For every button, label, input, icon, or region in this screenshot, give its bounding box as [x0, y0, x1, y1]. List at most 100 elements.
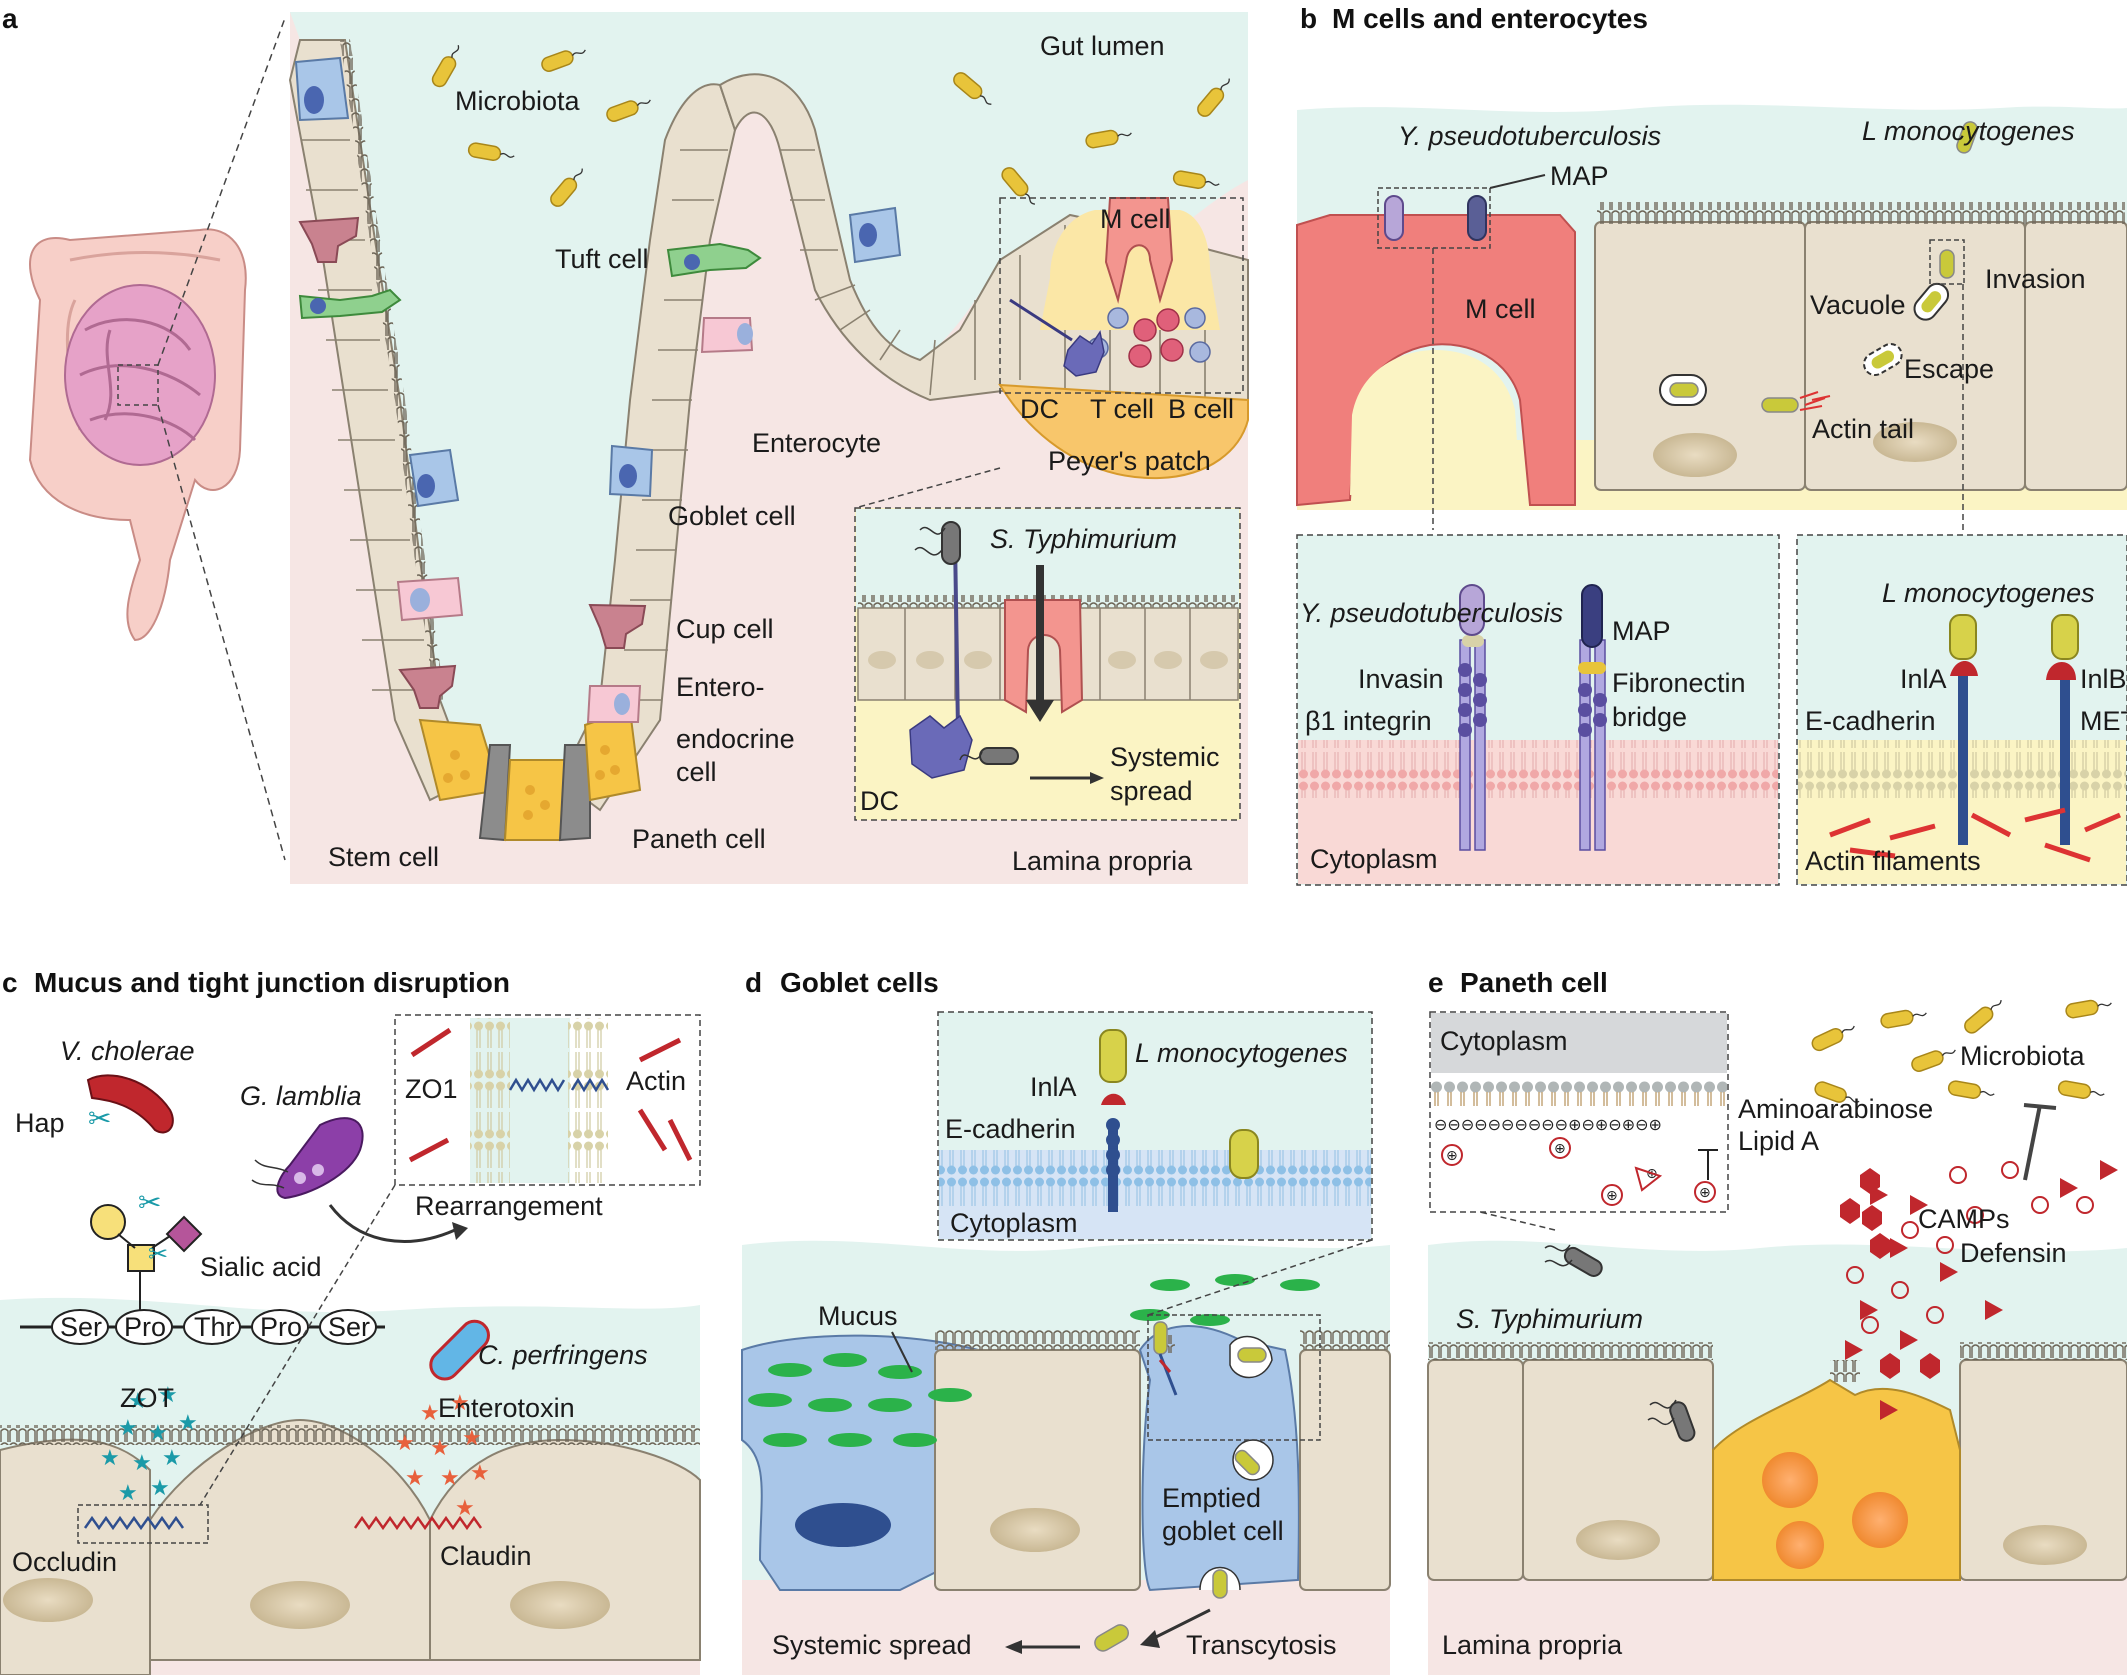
label-gut-lumen: Gut lumen — [1040, 31, 1165, 61]
label-cup-cell: Cup cell — [676, 614, 774, 644]
label-m-cell: M cell — [1100, 204, 1171, 234]
label-lipid-a: Lipid A — [1738, 1126, 1819, 1156]
svg-text:★: ★ — [128, 1389, 148, 1414]
label-mucus: Mucus — [818, 1301, 898, 1331]
epithelium-d — [741, 1274, 1391, 1652]
label-sialic-acid: Sialic acid — [200, 1252, 322, 1282]
label-inla-b: InlA — [1900, 664, 1947, 694]
inset-e: ⊖⊖⊖⊖⊖⊖⊖⊖⊖⊖⊕⊖⊕⊖⊕⊖⊕ ⊕⊕⊕⊕⊕ — [1429, 1011, 1729, 1213]
tuft-cell-left — [298, 288, 402, 320]
panel-c: c Mucus and tight junction disruption ★★… — [0, 967, 701, 1675]
svg-text:★: ★ — [148, 1421, 168, 1446]
svg-text:✂: ✂ — [88, 1102, 111, 1135]
label-microbiota: Microbiota — [455, 86, 581, 116]
label-b-cell: B cell — [1168, 394, 1234, 424]
label-m-cell-b: M cell — [1465, 294, 1536, 324]
label-dc: DC — [1020, 394, 1059, 424]
label-enterotoxin: Enterotoxin — [438, 1393, 575, 1423]
camps-defensin — [1840, 1160, 2118, 1420]
label-stem-cell: Stem cell — [328, 842, 439, 872]
panel-e: e Paneth cell — [1427, 967, 2127, 1675]
svg-text:★: ★ — [470, 1461, 490, 1486]
label-ecadherin-d: E-cadherin — [945, 1114, 1076, 1144]
label-tuft-cell: Tuft cell — [555, 244, 649, 274]
label-enteroendocrine-2: endocrine — [676, 724, 795, 754]
label-l-mono-b: L monocytogenes — [1862, 116, 2075, 146]
label-c-perfringens: C. perfringens — [478, 1340, 648, 1370]
epithelium-e — [1427, 1199, 2127, 1581]
intestine-illustration — [28, 228, 247, 642]
svg-text:★: ★ — [440, 1466, 460, 1491]
label-map-b: MAP — [1550, 161, 1609, 191]
label-actin-tail: Actin tail — [1812, 414, 1914, 444]
label-occludin: Occludin — [12, 1547, 117, 1577]
svg-text:★: ★ — [405, 1466, 425, 1491]
g-lamblia — [251, 1117, 468, 1243]
panel-a-letter: a — [2, 3, 18, 34]
svg-text:⊕: ⊕ — [1446, 1148, 1458, 1164]
panel-d-letter: d — [745, 967, 762, 998]
label-microbiota-e: Microbiota — [1960, 1041, 2086, 1071]
label-cytoplasm-d: Cytoplasm — [950, 1208, 1078, 1238]
cup-cell-top — [298, 216, 360, 263]
svg-text:⊕: ⊕ — [1699, 1185, 1711, 1201]
label-escape: Escape — [1904, 354, 1994, 384]
label-inla-d: InlA — [1030, 1072, 1077, 1102]
svg-text:★: ★ — [162, 1446, 182, 1471]
label-v-cholerae: V. cholerae — [60, 1036, 195, 1066]
label-actin-c: Actin — [626, 1066, 686, 1096]
goblet-cell-right — [608, 444, 654, 498]
c-perfringens — [429, 1319, 490, 1381]
panel-b: b M cells and enterocytes — [1296, 3, 2127, 886]
cup-cell-left — [398, 664, 457, 709]
aa-1: Ser — [60, 1312, 102, 1342]
panel-d: d Goblet cells — [741, 967, 1391, 1675]
svg-text:★: ★ — [178, 1411, 198, 1436]
svg-text:✂: ✂ — [148, 1240, 168, 1268]
label-systemic-1: Systemic — [1110, 742, 1220, 772]
panel-b-title: M cells and enterocytes — [1332, 3, 1648, 34]
enteroendocrine-crypt — [700, 317, 754, 354]
svg-text:⊕: ⊕ — [1554, 1141, 1566, 1157]
label-systemic-2: spread — [1110, 776, 1193, 806]
label-actin-filaments: Actin filaments — [1805, 846, 1981, 876]
goblet-cell-top — [294, 56, 350, 122]
aa-5: Ser — [328, 1312, 370, 1342]
label-hap: Hap — [15, 1108, 65, 1138]
label-lamina-propria-e: Lamina propria — [1442, 1630, 1623, 1660]
v-cholerae: ✂ — [86, 1074, 174, 1135]
svg-text:★: ★ — [118, 1416, 138, 1441]
inset-typhimurium — [854, 467, 1241, 821]
label-lamina-propria-a: Lamina propria — [1012, 846, 1193, 876]
label-y-pseudo-b: Y. pseudotuberculosis — [1398, 121, 1661, 151]
label-enteroendocrine-1: Entero- — [676, 672, 765, 702]
label-goblet-cell: Goblet cell — [668, 501, 796, 531]
label-g-lamblia: G. lamblia — [240, 1081, 362, 1111]
panel-c-title: Mucus and tight junction disruption — [34, 967, 510, 998]
peyers-patch — [998, 197, 1249, 480]
aa-2: Pro — [124, 1312, 166, 1342]
label-paneth-cell: Paneth cell — [632, 824, 766, 854]
label-invasion: Invasion — [1985, 264, 2086, 294]
label-s-typhimurium-e: S. Typhimurium — [1456, 1304, 1643, 1334]
svg-text:★: ★ — [100, 1446, 120, 1471]
label-b1-integrin: β1 integrin — [1305, 706, 1432, 736]
goblet-cell-villus — [848, 206, 902, 264]
label-enterocyte: Enterocyte — [752, 428, 881, 458]
label-t-cell: T cell — [1090, 394, 1154, 424]
svg-text:★: ★ — [118, 1481, 138, 1506]
enterotoxin-stars: ★★★★★ ★★★★ — [395, 1391, 490, 1521]
panel-e-title: Paneth cell — [1460, 967, 1608, 998]
svg-text:★: ★ — [455, 1496, 475, 1521]
label-systemic-spread-d: Systemic spread — [772, 1630, 972, 1660]
label-cytoplasm-e: Cytoplasm — [1440, 1026, 1568, 1056]
panel-a: a — [2, 3, 1249, 884]
svg-text:⊕: ⊕ — [1606, 1188, 1618, 1204]
label-l-mono-inset: L monocytogenes — [1882, 578, 2095, 608]
svg-text:★: ★ — [430, 1436, 450, 1461]
svg-text:★: ★ — [420, 1401, 440, 1426]
inset-b-right — [1796, 534, 2127, 886]
label-defensin: Defensin — [1960, 1238, 2067, 1268]
dendritic-cell — [1009, 298, 1105, 377]
